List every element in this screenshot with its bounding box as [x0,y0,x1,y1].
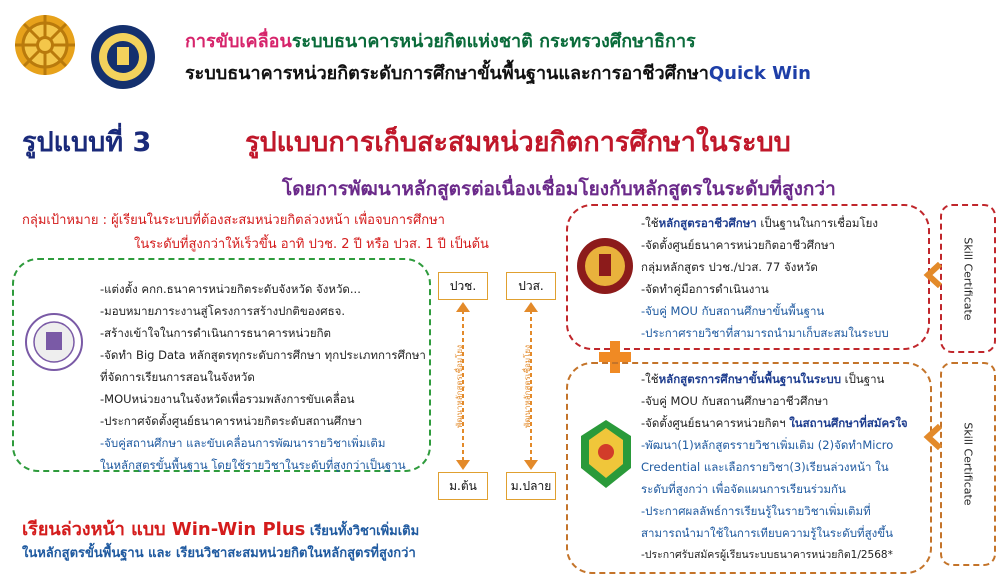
header-line2-quickwin: Quick Win [708,63,811,84]
target-group-line-2: ในระดับที่สูงกว่าให้เร็วขึ้น อาทิ ปวช. 2… [134,237,489,252]
level-box-pvs: ปวส. [506,272,556,300]
skill-certificate-box-bottom: Skill Certificate [940,362,996,566]
bottom-tagline-2: ในหลักสูตรขั้นพื้นฐาน และ เรียนวิชาสะสมห… [22,546,416,561]
basic-education-box [566,362,932,574]
basic-education-emblem-icon [575,418,637,490]
ministry-emblem-icon [10,10,80,80]
left-process-list: -แต่งตั้ง คกก.ธนาคารหน่วยกิตระดับจังหวัด… [100,278,426,476]
basic-line-9: -ประกาศรับสมัครผู้เรียนระบบธนาคารหน่วยกิ… [641,549,893,561]
voc-line-5: -จับคู่ MOU กับสถานศึกษาขั้นพื้นฐาน [641,304,825,318]
model-number: รูปแบบที่ 3 [22,127,152,158]
left-item-7: -ประกาศจัดตั้งศูนย์ธนาคารหน่วยกิตระดับสถ… [100,414,363,428]
left-process-box [12,258,431,472]
vocational-emblem-icon [575,236,635,296]
header-line1-green: ระบบธนาคารหน่วยกิตแห่งชาติ กระทรวงศึกษาธ… [291,31,696,52]
basic-line-5: Credential และเลือกรายวิชา(3)เรียนล่วงหน… [641,460,889,474]
vocational-list: -ใช้หลักสูตรอาชีวศึกษา เป็นฐานในการเชื่อ… [641,212,889,344]
header-line-2: ระบบธนาคารหน่วยกิตระดับการศึกษาขั้นพื้นฐ… [185,58,811,87]
left-blue-item-2: ในหลักสูตรขั้นพื้นฐาน โดยใช้รายวิชาในระด… [100,458,406,472]
level-box-upper-secondary: ม.ปลาย [506,472,556,500]
left-item-5: ที่จัดการเรียนการสอนในจังหวัด [100,370,255,384]
header-line-1: การขับเคลื่อนระบบธนาคารหน่วยกิตแห่งชาติ … [185,26,696,55]
basic-line-1: -ใช้หลักสูตรการศึกษาขั้นพื้นฐานในระบบ เป… [641,372,885,386]
target-group-line-1: กลุ่มเป้าหมาย : ผู้เรียนในระบบที่ต้องสะส… [22,213,445,228]
level-box-lower-secondary: ม.ต้น [438,472,488,500]
voc-line-6: -ประกาศรายวิชาที่สามารถนำมาเก็บสะสมในระบ… [641,326,889,340]
basic-line-2: -จับคู่ MOU กับสถานศึกษาอาชีวศึกษา [641,394,829,408]
left-item-1: -แต่งตั้ง คกก.ธนาคารหน่วยกิตระดับจังหวัด… [100,282,361,296]
basic-line-4: -พัฒนา(1)หลักสูตรรายวิชาเพิ่มเติม (2)จัด… [641,438,894,452]
basic-line-3: -จัดตั้งศูนย์ธนาคารหน่วยกิตฯ ในสถานศึกษา… [641,416,908,430]
basic-line-6: ระดับที่สูงกว่า เพื่อจัดแผนการเรียนร่วมก… [641,482,846,496]
subtitle: โดยการพัฒนาหลักสูตรต่อเนื่องเชื่อมโยงกับ… [282,178,836,200]
bottom-blue-tail: เรียนทั้งวิชาเพิ่มเติม [305,524,420,539]
header-line1-pink: การขับเคลื่อน [185,31,292,52]
bottom-win-win: เรียนล่วงหน้า แบบ Win-Win Plus [22,519,306,540]
credit-bank-logo-icon [24,312,84,372]
basic-education-list: -ใช้หลักสูตรการศึกษาขั้นพื้นฐานในระบบ เป… [641,368,908,566]
skill-certificate-box-top: Skill Certificate [940,204,996,353]
basic-line-8: สามารถนำมาใช้ในการเทียบความรู้ในระดับที่… [641,526,893,540]
voc-line-3: กลุ่มหลักสูตร ปวช./ปวส. 77 จังหวัด [641,260,818,274]
left-item-6: -MOUหน่วยงานในจังหวัดเพื่อรวมพลังการขับเ… [100,392,355,406]
voc-line-4: -จัดทำคู่มือการดำเนินงาน [641,282,769,296]
level-box-pvoc: ปวช. [438,272,488,300]
left-item-4: -จัดทำ Big Data หลักสูตรทุกระดับการศึกษา… [100,348,426,362]
left-item-2: -มอบหมายภาระงานสู่โครงการสร้างปกติของศธจ… [100,304,345,318]
left-item-3: -สร้างเข้าใจในการดำเนินการธนาคารหน่วยกิต [100,326,332,340]
education-council-seal-icon [88,22,158,92]
basic-line-7: -ประกาศผลลัพธ์การเรียนรู้ในรายวิชาเพิ่มเ… [641,504,871,518]
voc-line-1: -ใช้หลักสูตรอาชีวศึกษา เป็นฐานในการเชื่อ… [641,216,879,230]
chevron-left-icon [922,261,944,289]
skill-certificate-label-top: Skill Certificate [961,236,975,321]
skill-certificate-label-bottom: Skill Certificate [961,422,975,506]
plus-icon [598,340,632,374]
arrow-label-left: พัฒนาหลักสูตรเชื่อมโยง [455,345,464,428]
voc-line-2: -จัดตั้งศูนย์ธนาคารหน่วยกิตอาชีวศึกษา [641,238,836,252]
header-line2-black: ระบบธนาคารหน่วยกิตระดับการศึกษาขั้นพื้นฐ… [185,63,709,84]
model-title: รูปแบบการเก็บสะสมหน่วยกิตการศึกษาในระบบ [245,127,791,158]
chevron-left-icon [922,423,944,451]
bidirectional-arrows [456,302,538,470]
arrow-label-right: พัฒนาหลักสูตรเชื่อมโยง [523,345,532,428]
left-blue-item-1: -จับคู่สถานศึกษา และขับเคลื่อนการพัฒนารา… [100,436,386,450]
target-group: กลุ่มเป้าหมาย : ผู้เรียนในระบบที่ต้องสะส… [22,209,489,257]
bottom-tagline-1: เรียนล่วงหน้า แบบ Win-Win Plus เรียนทั้ง… [22,514,419,543]
